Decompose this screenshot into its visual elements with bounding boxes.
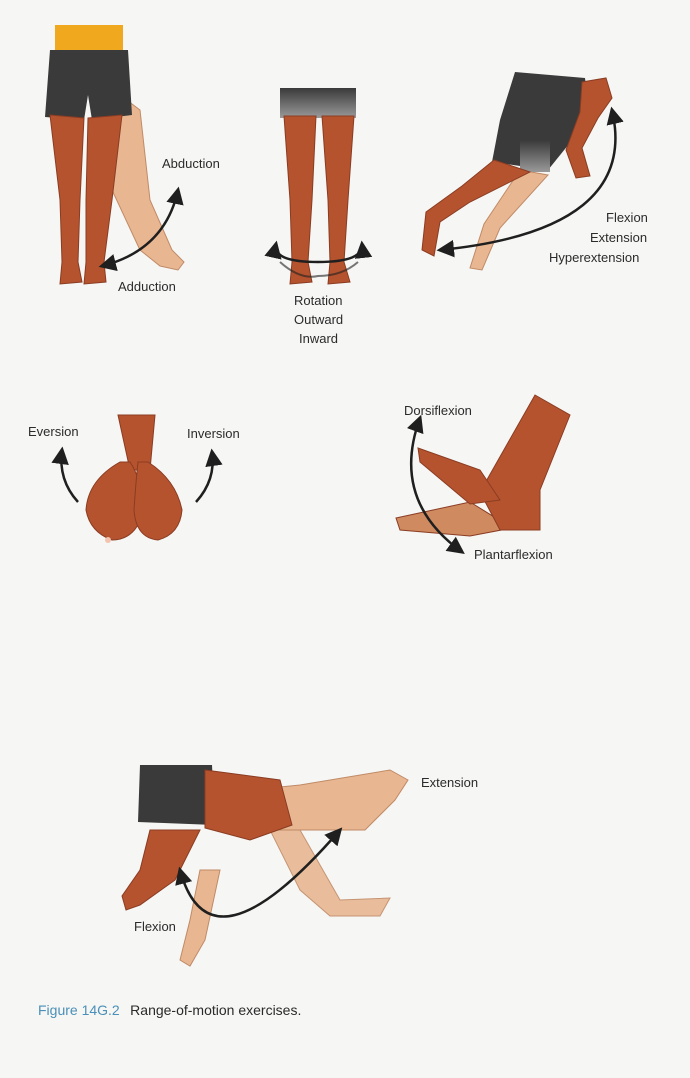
flexion-label: Flexion	[606, 210, 648, 225]
eversion-label: Eversion	[28, 424, 79, 439]
hyperextension-label: Hyperextension	[549, 250, 639, 265]
inversion-label: Inversion	[187, 426, 240, 441]
knee-extension-label: Extension	[421, 775, 478, 790]
knee-flexion-label: Flexion	[134, 919, 176, 934]
adduction-label: Adduction	[118, 279, 176, 294]
figure-number: Figure 14G.2	[38, 1002, 120, 1018]
plantarflexion-label: Plantarflexion	[474, 547, 553, 562]
figure-caption: Figure 14G.2 Range-of-motion exercises.	[38, 1002, 301, 1019]
abduction-label: Abduction	[162, 156, 220, 171]
hip-abduction-adduction-illustration	[45, 25, 184, 284]
figure-caption-text: Range-of-motion exercises.	[130, 1002, 301, 1018]
extension-label: Extension	[590, 230, 647, 245]
hip-flexion-extension-illustration	[422, 72, 615, 270]
outward-label: Outward	[294, 312, 343, 327]
dorsiflexion-label: Dorsiflexion	[404, 403, 472, 418]
inward-label: Inward	[299, 331, 338, 346]
rotation-label: Rotation	[294, 293, 342, 308]
knee-flexion-extension-illustration	[122, 765, 408, 966]
hip-rotation-illustration	[276, 88, 362, 284]
ankle-dorsiflexion-plantarflexion-illustration	[396, 395, 570, 552]
